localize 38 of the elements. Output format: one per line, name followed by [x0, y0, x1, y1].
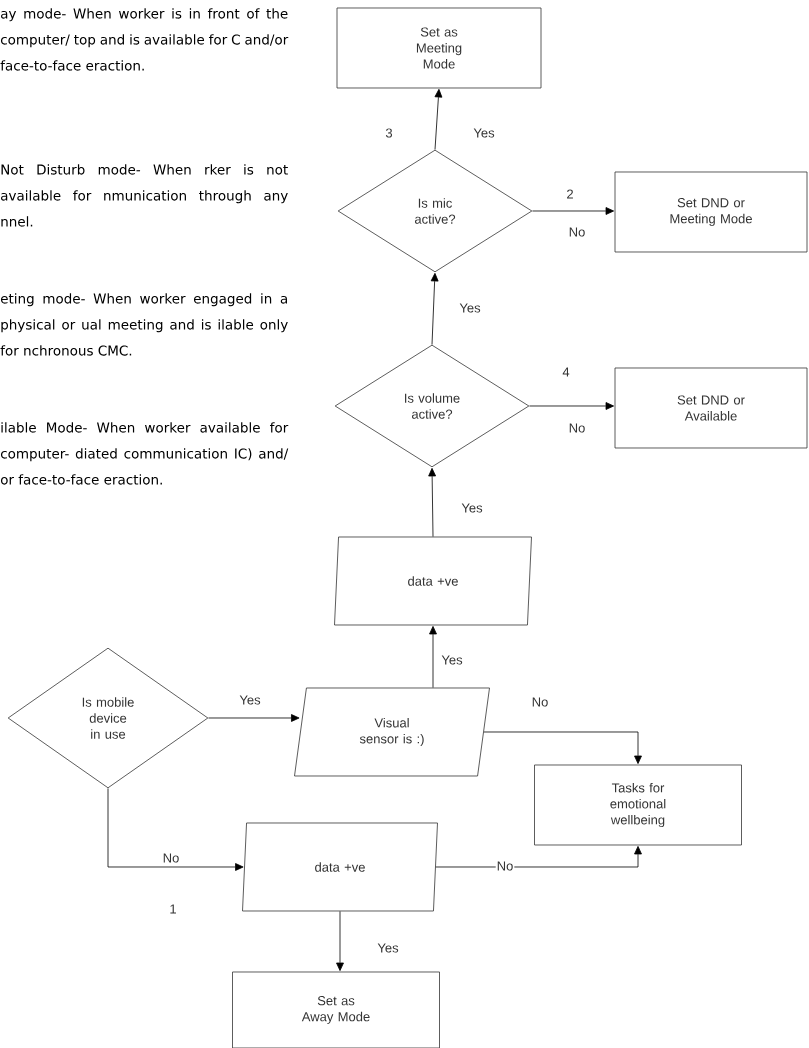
edge-label: Yes: [472, 127, 496, 139]
edge-label: No: [161, 852, 181, 864]
edge-label: Yes: [458, 302, 482, 314]
data-parallelogram: data +ve: [242, 822, 438, 912]
arrow: [336, 911, 344, 971]
callout-number: 1: [170, 904, 176, 914]
process-box: Set as Meeting Mode: [336, 7, 542, 89]
edge-label: Yes: [238, 694, 262, 706]
edge-label: No: [567, 422, 587, 434]
arrow: [429, 626, 437, 688]
edge-label: Yes: [460, 502, 484, 514]
arrow: [428, 467, 436, 537]
arrow: [483, 731, 642, 764]
process-box: Set DND or Available: [614, 367, 808, 449]
callout-number: 3: [385, 128, 393, 138]
paragraph: ilable Mode- When worker available for computer- diated communication IC) and/ or face-to-face eraction.: [0, 422, 289, 485]
arrow: [529, 402, 614, 410]
arrow: [430, 272, 439, 345]
process-box: Tasks for emotional wellbeing: [534, 764, 742, 846]
edge-label: No: [567, 226, 587, 238]
arrow: [532, 207, 614, 215]
callout-number: 4: [562, 367, 570, 377]
process-box: Set as Away Mode: [232, 971, 440, 1048]
arrow: [434, 88, 443, 150]
arrow: [435, 846, 642, 868]
arrow: [208, 714, 300, 722]
paragraph: ay mode- When worker is in front of the computer/ top and is available for C and/or face-to-face eraction.: [0, 8, 289, 71]
data-parallelogram: data +ve: [334, 536, 532, 626]
data-parallelogram: Visual sensor is :): [294, 687, 490, 777]
paragraph: Not Disturb mode- When rker is not available for nmunication through any nnel.: [1, 164, 288, 227]
edge-label: No: [495, 860, 515, 872]
edge-label: No: [530, 696, 550, 708]
paragraph: eting mode- When worker engaged in a physical or ual meeting and is ilable only for nchronous CMC.: [0, 293, 288, 356]
edge-label: Yes: [440, 654, 464, 666]
process-box: Set DND or Meeting Mode: [614, 171, 808, 253]
callout-number: 2: [567, 189, 573, 199]
arrow: [107, 788, 244, 871]
edge-label: Yes: [376, 942, 400, 954]
